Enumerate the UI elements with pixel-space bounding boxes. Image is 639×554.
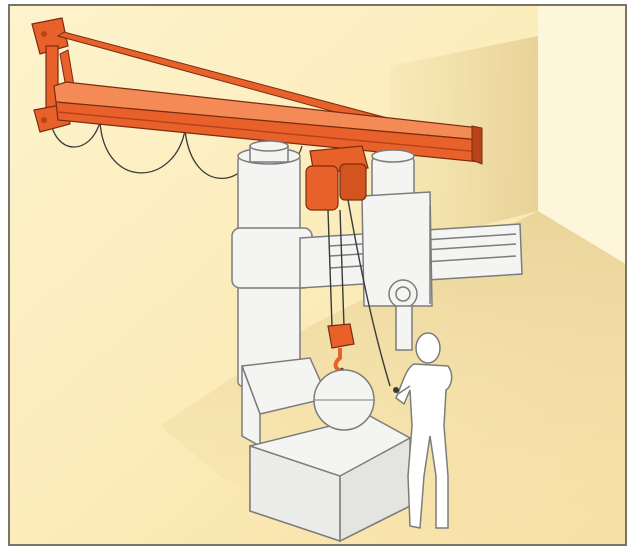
trolley-hoist-icon	[306, 146, 368, 210]
illustration-frame	[8, 4, 627, 546]
jib-crane-illustration	[10, 6, 627, 546]
